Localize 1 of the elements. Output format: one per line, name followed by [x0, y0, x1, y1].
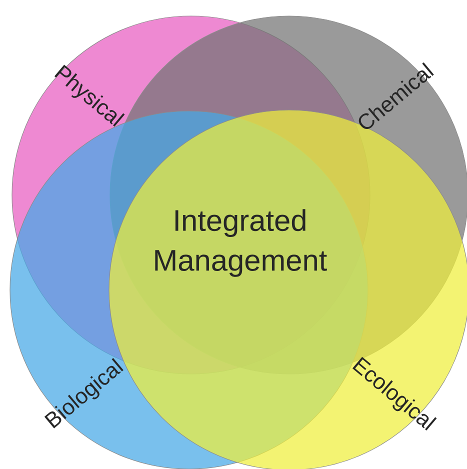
center-label: Integrated Management	[155, 209, 327, 277]
